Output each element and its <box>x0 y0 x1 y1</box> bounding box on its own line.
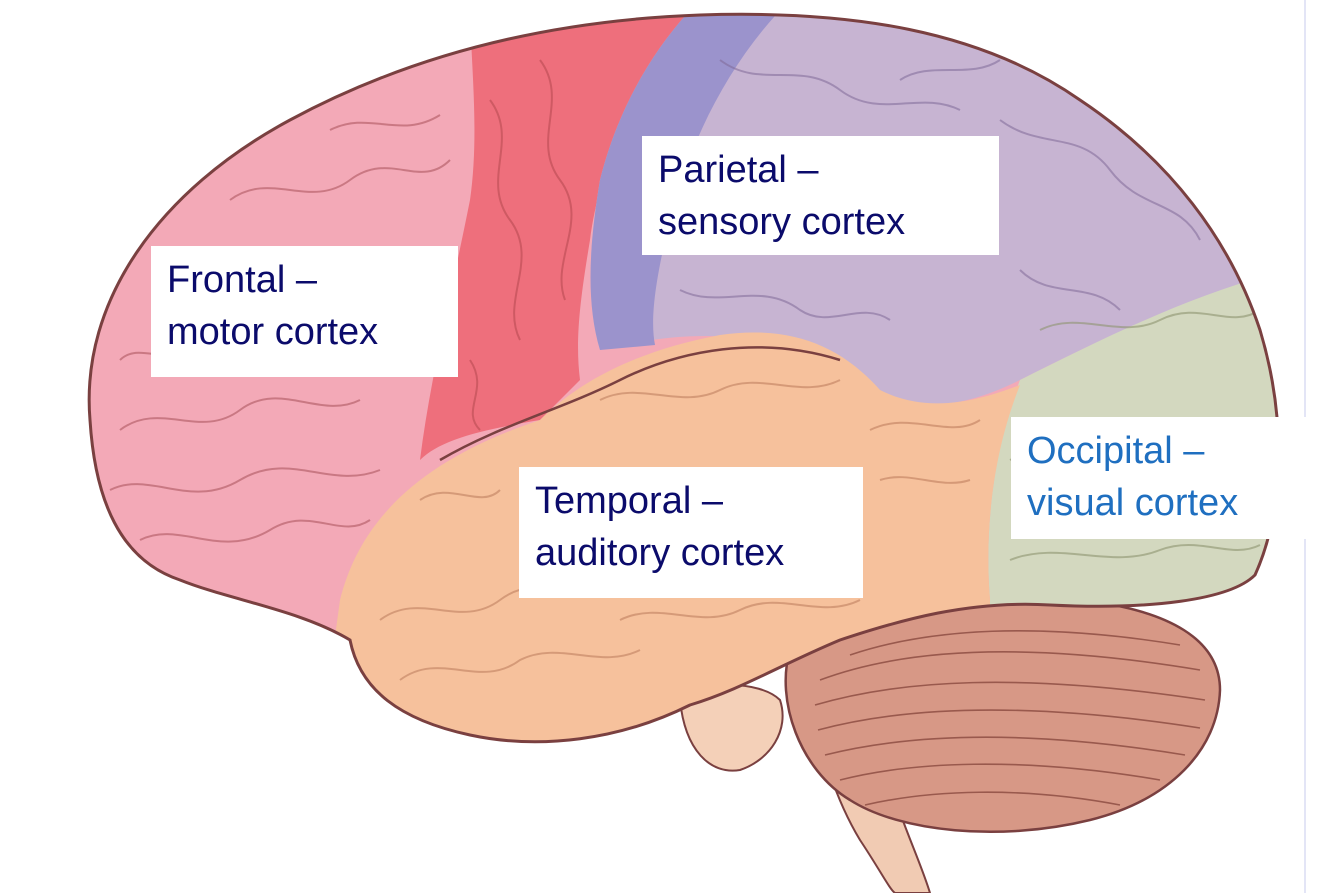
frontal-lobe-label: Frontal – motor cortex <box>151 246 458 377</box>
frontal-label-line1: Frontal – <box>167 254 440 306</box>
temporal-label-line1: Temporal – <box>535 475 845 527</box>
occipital-label-line2: visual cortex <box>1027 477 1289 529</box>
parietal-label-line1: Parietal – <box>658 144 981 196</box>
parietal-label-line2: sensory cortex <box>658 196 981 248</box>
parietal-lobe-label: Parietal – sensory cortex <box>642 136 999 255</box>
temporal-lobe-label: Temporal – auditory cortex <box>519 467 863 598</box>
temporal-label-line2: auditory cortex <box>535 527 845 579</box>
occipital-label-line1: Occipital – <box>1027 425 1289 477</box>
occipital-lobe-label: Occipital – visual cortex <box>1011 417 1307 539</box>
frontal-label-line2: motor cortex <box>167 306 440 358</box>
